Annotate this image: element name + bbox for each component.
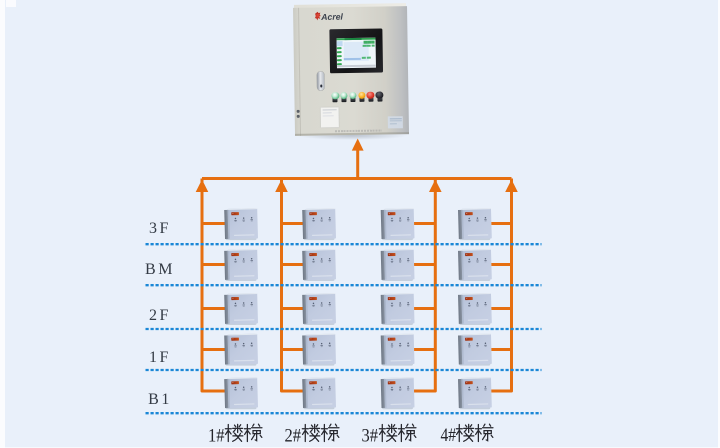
svg-text:2#: 2# [285, 426, 302, 447]
svg-text:4#: 4# [441, 425, 457, 446]
svg-text:1#: 1# [208, 426, 225, 447]
svg-text:3#: 3# [362, 426, 379, 447]
svg-text:Acrel: Acrel [320, 11, 343, 21]
